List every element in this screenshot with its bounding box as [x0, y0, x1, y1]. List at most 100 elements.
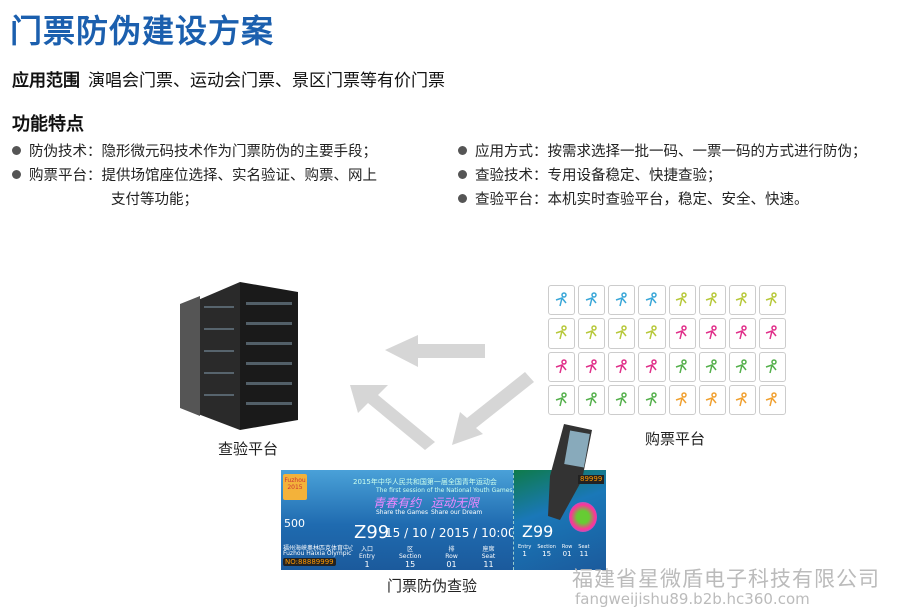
sport-pictogram-icon	[728, 318, 756, 349]
sport-pictogram-icon	[578, 318, 606, 349]
sport-pictogram-icon	[548, 318, 576, 349]
stub-serial: 89999	[578, 475, 605, 484]
sport-pictogram-icon	[608, 318, 636, 349]
feature-name: 查验平台：	[475, 192, 548, 208]
bullet-icon	[458, 146, 467, 155]
sport-pictogram-icon	[728, 285, 756, 316]
sport-pictogram-icon	[608, 285, 636, 316]
ticket-image: Fuzhou 2015 2015年中华人民共和国第一届全国青年运动会 The f…	[281, 470, 606, 570]
ticket-gate: Z99	[354, 522, 390, 543]
sport-pictogram-icon	[698, 384, 726, 415]
server-rack-image	[180, 282, 298, 430]
ticket-event-en: The first session of the National Youth …	[376, 487, 513, 494]
field-label-en: Entry	[359, 553, 375, 560]
sport-pictogram-icon	[578, 285, 606, 316]
field-label-en: Row	[561, 544, 573, 550]
sport-pictogram-icon	[608, 351, 636, 382]
sport-pictogram-icon	[668, 318, 696, 349]
ticket-check-label: 门票防伪查验	[387, 577, 478, 595]
sport-pictogram-icon	[758, 351, 786, 382]
features-left: 防伪技术：隐形微元码技术作为门票防伪的主要手段； 购票平台：提供场馆座位选择、实…	[12, 140, 377, 212]
ticket-logo: Fuzhou 2015	[283, 474, 307, 500]
sport-pictogram-icon	[758, 318, 786, 349]
bullet-icon	[458, 194, 467, 203]
bullet-icon	[12, 146, 21, 155]
field-label-en: Seat	[481, 553, 496, 560]
ticket-serial: NO:88889999	[283, 558, 336, 566]
arrow-left-icon	[385, 335, 485, 367]
sport-pictogram-icon	[728, 384, 756, 415]
sport-pictogram-icon	[578, 351, 606, 382]
sport-pictogram-icon	[548, 384, 576, 415]
field-value: 1	[364, 560, 370, 569]
sports-icon-grid	[548, 285, 786, 415]
feature-item: 查验技术：专用设备稳定、快捷查验；	[458, 164, 867, 188]
field-label: 座席	[482, 546, 495, 553]
field-value: 11	[579, 550, 589, 558]
feature-text: 隐形微元码技术作为门票防伪的主要手段；	[101, 144, 378, 160]
sport-pictogram-icon	[668, 285, 696, 316]
sport-pictogram-icon	[548, 351, 576, 382]
feature-item: 防伪技术：隐形微元码技术作为门票防伪的主要手段；	[12, 140, 377, 164]
ticket-price: 500	[284, 517, 305, 530]
ticket-date: 15 / 10 / 2015 / 10:00	[385, 526, 516, 540]
scope-label: 应用范围	[12, 71, 80, 91]
sport-pictogram-icon	[608, 384, 636, 415]
sport-pictogram-icon	[758, 285, 786, 316]
feature-item: 购票平台：提供场馆座位选择、实名验证、购票、网上	[12, 164, 377, 188]
arrow-upleft-icon	[350, 385, 435, 450]
bullet-icon	[458, 170, 467, 179]
application-scope: 应用范围演唱会门票、运动会门票、景区门票等有价门票	[12, 66, 445, 91]
url-watermark: fangweijishu89.b2b.hc360.com	[575, 590, 810, 608]
sport-pictogram-icon	[668, 351, 696, 382]
arrow-upleft-icon	[452, 372, 534, 445]
features-right: 应用方式：按需求选择一批一码、一票一码的方式进行防伪； 查验技术：专用设备稳定、…	[458, 140, 867, 212]
server-label: 查验平台	[218, 440, 279, 458]
scanner-pen-image	[548, 424, 592, 520]
feature-text: 本机实时查验平台，稳定、安全、快速。	[547, 192, 809, 208]
feature-text: 提供场馆座位选择、实名验证、购票、网上	[101, 168, 378, 184]
sport-pictogram-icon	[638, 285, 666, 316]
sport-pictogram-icon	[638, 384, 666, 415]
ticket-event: 2015年中华人民共和国第一届全国青年运动会	[353, 478, 497, 486]
ticket-venue: 福州海峡奥林匹克体育中心体育场	[283, 545, 353, 552]
feature-item: 查验平台：本机实时查验平台，稳定、安全、快速。	[458, 188, 867, 212]
ticket-slogan: 青春有约	[373, 496, 422, 510]
ticket-slogan-en: Share our Dream	[431, 509, 483, 516]
sport-pictogram-icon	[548, 285, 576, 316]
field-label-en: Entry	[518, 544, 532, 550]
mascot-image	[569, 502, 597, 532]
feature-name: 查验技术：	[475, 168, 548, 184]
feature-text-cont: 支付等功能；	[111, 192, 198, 208]
bullet-icon	[12, 170, 21, 179]
field-label-en: Section	[537, 544, 556, 550]
company-watermark: 福建省星微盾电子科技有限公司	[572, 567, 880, 591]
field-label-en: Section	[398, 553, 422, 560]
field-value: 01	[446, 560, 457, 569]
sport-pictogram-icon	[698, 351, 726, 382]
feature-name: 购票平台：	[29, 168, 102, 184]
flow-arrows	[350, 335, 534, 450]
sport-pictogram-icon	[638, 318, 666, 349]
sport-pictogram-icon	[638, 351, 666, 382]
field-value: 01	[562, 550, 572, 558]
field-label: 区	[407, 546, 414, 553]
sport-pictogram-icon	[728, 351, 756, 382]
field-label-en: Seat	[578, 544, 590, 550]
sport-pictogram-icon	[578, 384, 606, 415]
sport-pictogram-icon	[758, 384, 786, 415]
feature-name: 应用方式：	[475, 144, 548, 160]
sport-pictogram-icon	[668, 384, 696, 415]
sport-pictogram-icon	[698, 285, 726, 316]
sport-pictogram-icon	[698, 318, 726, 349]
feature-text: 专用设备稳定、快捷查验；	[547, 168, 722, 184]
field-label: 排	[448, 546, 455, 553]
field-label-en: Row	[445, 553, 458, 560]
feature-item: 应用方式：按需求选择一批一码、一票一码的方式进行防伪；	[458, 140, 867, 164]
features-heading: 功能特点	[12, 114, 84, 135]
field-label: 入口	[360, 546, 373, 553]
field-value: 11	[483, 560, 494, 569]
ticket-slogan-en: Share the Games	[376, 509, 428, 516]
field-value: 1	[522, 550, 527, 558]
